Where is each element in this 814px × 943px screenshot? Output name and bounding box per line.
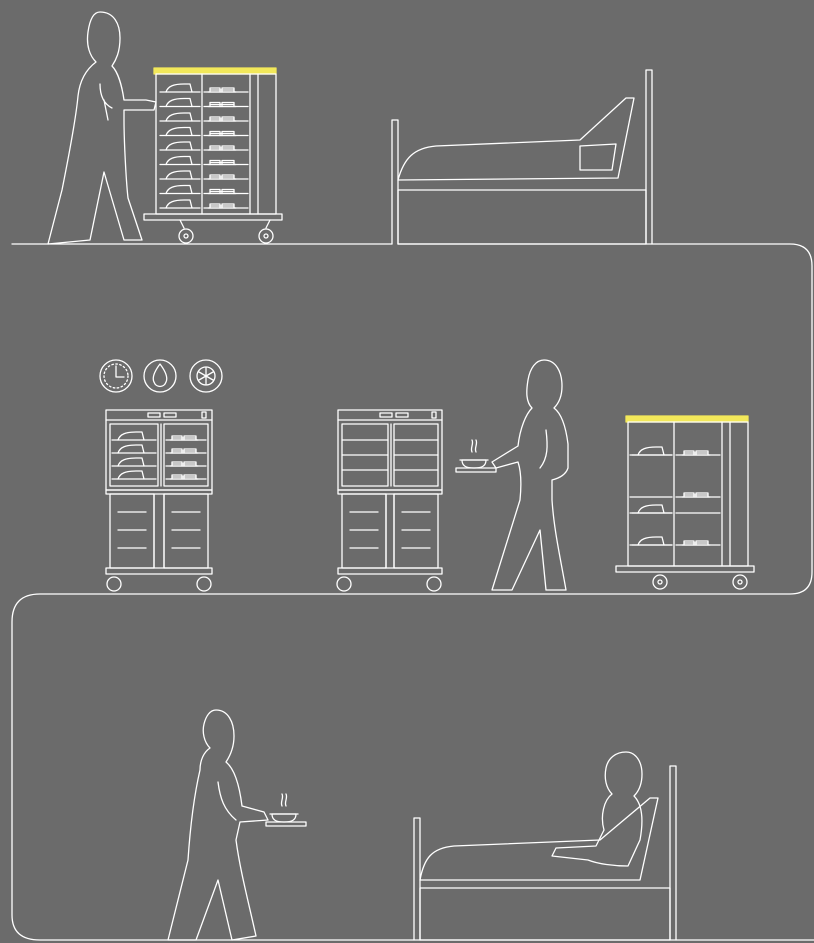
meal-tray — [112, 471, 156, 479]
meal-tray — [112, 458, 156, 466]
meal-tray — [160, 186, 200, 194]
meal-tray — [112, 432, 156, 440]
meal-tray — [632, 537, 672, 545]
regeneration-cabinet-empty — [337, 410, 442, 591]
flow-path — [12, 244, 814, 940]
meal-tray — [632, 505, 672, 513]
tray-trolley — [144, 68, 282, 243]
person-arm-line — [540, 430, 547, 468]
meal-tray — [112, 445, 156, 453]
trolley-trays — [630, 447, 720, 545]
trolley-yellow-handle — [626, 416, 748, 422]
covered-dishes — [682, 493, 710, 497]
trolley-wheel — [179, 220, 193, 243]
stage-3 — [168, 710, 676, 940]
trolley-yellow-handle — [154, 68, 276, 74]
hospital-bed-empty — [392, 70, 652, 244]
bed-mattress — [398, 98, 634, 180]
clock-icon — [100, 360, 132, 392]
meal-tray — [160, 157, 200, 165]
person-serving-patient — [168, 710, 268, 940]
meal-tray — [160, 84, 200, 92]
bed-pillow — [580, 144, 616, 170]
trolley-trays — [160, 84, 248, 208]
snowflake-icon — [190, 360, 222, 392]
cabinet-trays — [112, 432, 206, 479]
meal-tray — [160, 200, 200, 208]
meal-tray — [160, 99, 200, 107]
meal-tray — [632, 447, 672, 455]
meal-tray — [160, 113, 200, 121]
trolley-base — [144, 214, 282, 220]
bed-mattress — [420, 798, 658, 880]
serving-trolley — [616, 416, 754, 589]
hospital-bed-with-patient — [414, 752, 676, 940]
covered-dishes — [682, 451, 710, 455]
stage-2 — [100, 360, 754, 591]
patient-in-bed — [552, 752, 642, 866]
serving-tray-with-bowl — [266, 794, 306, 826]
regeneration-cabinet-loaded — [106, 410, 212, 591]
meal-tray — [160, 142, 200, 150]
person-arm-line — [218, 782, 236, 820]
meal-tray — [160, 171, 200, 179]
meal-tray — [160, 128, 200, 136]
stage-1 — [48, 12, 652, 244]
person-arm-line — [100, 84, 112, 120]
covered-dishes — [682, 541, 710, 545]
trolley-wheel — [259, 220, 273, 243]
person-pushing-trolley — [48, 12, 156, 244]
person-carrying-tray — [492, 360, 568, 590]
flame-icon — [144, 360, 176, 392]
serving-tray-with-bowl — [456, 440, 496, 472]
